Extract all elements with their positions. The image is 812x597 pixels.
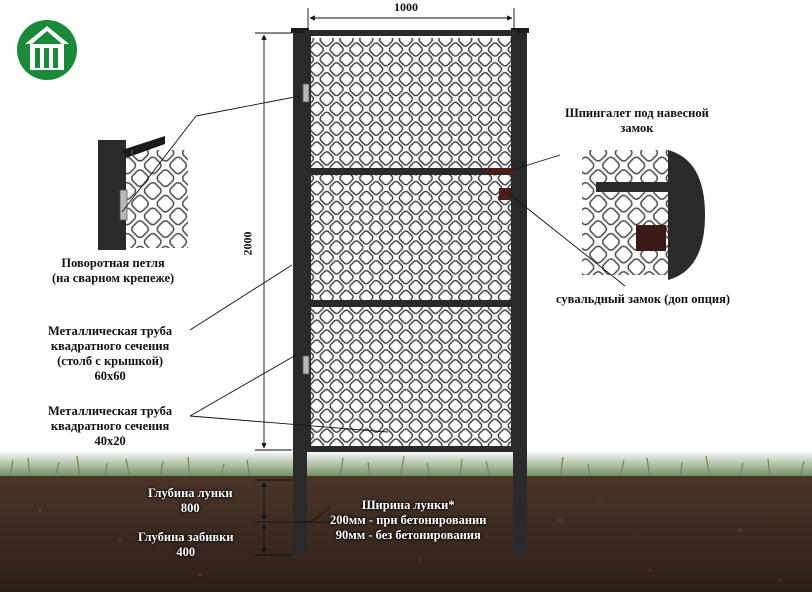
hinge-detail (98, 136, 188, 250)
house-fence-logo-icon (17, 20, 77, 80)
latch-detail (582, 150, 705, 280)
latch-bolt (486, 168, 516, 174)
mesh-panel-bottom (311, 307, 511, 447)
ground (0, 450, 812, 592)
gate (291, 28, 529, 554)
dimension-lines (255, 8, 515, 556)
frame-crossbar-bottom (308, 300, 514, 307)
frame-crossbar-top (308, 168, 514, 175)
lock-label: сувальдный замок (доп опция) (556, 292, 731, 306)
hinge-bottom (302, 355, 310, 375)
height-dimension-label: 2000 (240, 231, 255, 256)
grass-strip (0, 450, 812, 480)
mesh-panel-middle (311, 175, 511, 300)
width-dimension-label: 1000 (394, 0, 418, 14)
soil-texture (38, 498, 782, 582)
hinge-post (293, 30, 307, 554)
hinge-label: Поворотная петля(на сварном крепеже) (52, 256, 175, 285)
post-cap-left (291, 28, 309, 33)
grass-blades (9, 455, 805, 479)
soil (0, 476, 812, 592)
gate-frame (305, 30, 517, 452)
lock-box (499, 188, 511, 200)
post-cap-right (511, 28, 529, 33)
leader-lines (121, 95, 626, 523)
hole-width-label: Ширина лунки*200мм - при бетонировании 9… (330, 498, 487, 542)
hinge-top (302, 83, 310, 103)
mesh-panel-top (311, 38, 511, 168)
